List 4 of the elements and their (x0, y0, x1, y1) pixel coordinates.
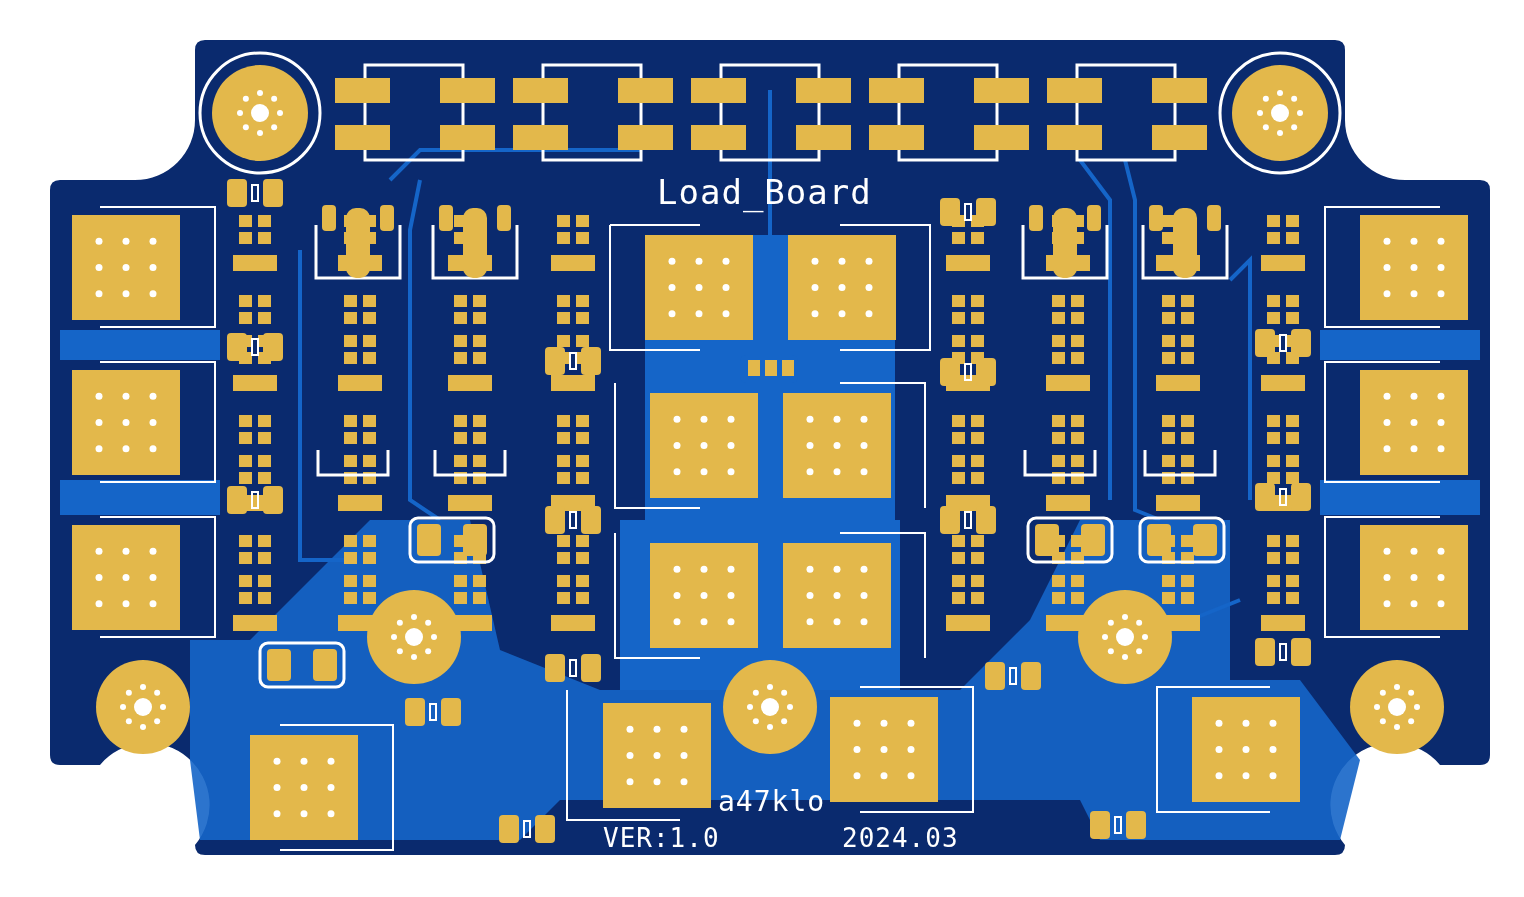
date-label: 2024.03 (842, 823, 959, 853)
author-label: a47klo (718, 785, 826, 818)
version-label: VER:1.0 (603, 823, 720, 853)
board-name-label: Load_Board (657, 172, 872, 212)
